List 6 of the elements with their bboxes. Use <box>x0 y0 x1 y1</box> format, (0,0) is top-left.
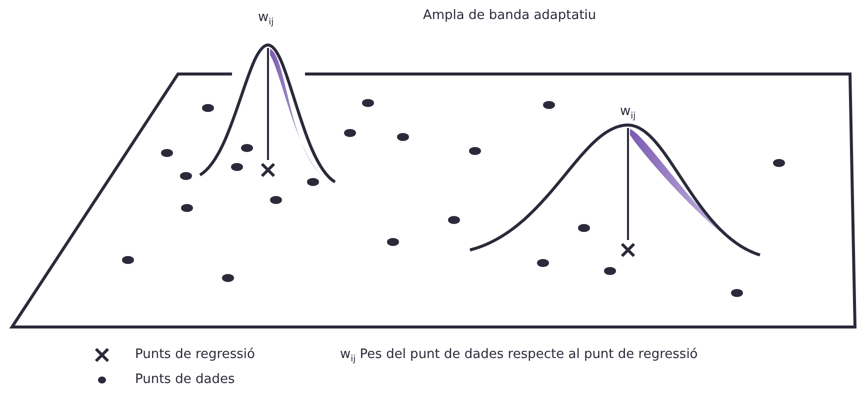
legend-text: Punts de regressió <box>135 347 255 363</box>
weight-legend-note: w$_{ij}$ Pes del punt de dades respecte al punt de regressió <box>340 347 698 367</box>
bandwidth-title: Ampla de banda adaptatiu <box>423 8 596 24</box>
weight-label: w$_{ij}$ <box>258 10 274 30</box>
weight-label: w$_{ij}$ <box>620 104 636 124</box>
legend-text: Punts de dades <box>135 372 235 388</box>
